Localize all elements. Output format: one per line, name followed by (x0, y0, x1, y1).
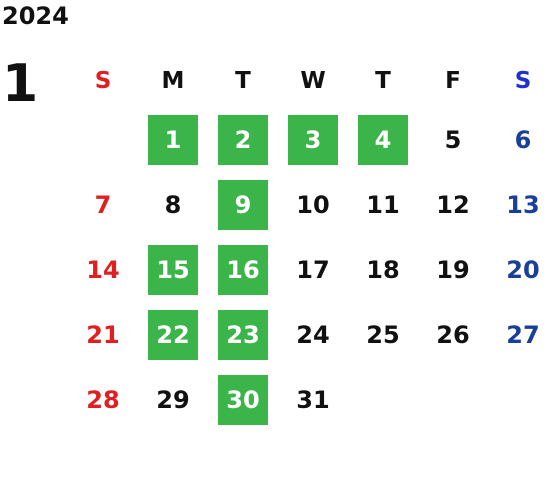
weekday-friday: F (445, 68, 461, 94)
month-label: 1 (2, 54, 39, 114)
empty-day-cell (68, 115, 138, 165)
day-cell: 13 (488, 180, 548, 230)
highlighted-day-number: 1 (148, 114, 198, 165)
weekday-monday: M (161, 68, 185, 94)
day-number (428, 375, 478, 425)
day-number: 31 (296, 385, 330, 414)
day-number: 10 (296, 190, 330, 219)
day-number: 24 (296, 320, 330, 349)
day-number: 18 (366, 255, 400, 284)
day-number: 26 (436, 320, 470, 349)
day-number: 8 (164, 190, 182, 219)
highlighted-day-number: 30 (218, 374, 268, 425)
weekday-thursday: T (375, 68, 391, 94)
day-cell: 17 (278, 245, 348, 295)
day-cell: 1 (138, 114, 208, 165)
day-cell: 24 (278, 310, 348, 360)
week-row: 7 8 9 10 11 12 13 (68, 172, 548, 237)
day-number: 27 (506, 320, 540, 349)
day-number: 6 (514, 125, 532, 154)
highlighted-day-number: 23 (218, 309, 268, 360)
day-cell: 3 (278, 114, 348, 165)
empty-day-cell (418, 375, 488, 425)
day-number: 21 (86, 320, 120, 349)
day-cell: 6 (488, 115, 548, 165)
day-cell: 31 (278, 375, 348, 425)
day-cell: 8 (138, 180, 208, 230)
highlighted-day-number: 16 (218, 244, 268, 295)
day-cell: 7 (68, 180, 138, 230)
weekday-tuesday: T (235, 68, 251, 94)
highlighted-day-number: 9 (218, 179, 268, 230)
highlighted-day-number: 2 (218, 114, 268, 165)
day-number: 25 (366, 320, 400, 349)
highlighted-day-number: 22 (148, 309, 198, 360)
day-cell: 22 (138, 309, 208, 360)
day-cell: 16 (208, 244, 278, 295)
day-cell: 27 (488, 310, 548, 360)
day-cell: 9 (208, 179, 278, 230)
week-row: 21 22 23 24 25 26 27 (68, 302, 548, 367)
day-number: 17 (296, 255, 330, 284)
day-number: 29 (156, 385, 190, 414)
highlighted-day-number: 4 (358, 114, 408, 165)
day-number: 11 (366, 190, 400, 219)
day-cell: 5 (418, 115, 488, 165)
day-cell: 20 (488, 245, 548, 295)
highlighted-day-number: 3 (288, 114, 338, 165)
day-cell: 28 (68, 375, 138, 425)
day-number (78, 115, 128, 165)
week-row: 14 15 16 17 18 19 20 (68, 237, 548, 302)
weekday-header-row: S M T W T F S (68, 55, 548, 107)
day-number: 19 (436, 255, 470, 284)
weekday-saturday: S (514, 68, 532, 94)
day-cell: 4 (348, 114, 418, 165)
highlighted-day-number: 15 (148, 244, 198, 295)
day-number (358, 375, 408, 425)
day-cell: 15 (138, 244, 208, 295)
day-cell: 25 (348, 310, 418, 360)
empty-day-cell (348, 375, 418, 425)
day-cell: 2 (208, 114, 278, 165)
day-number: 7 (94, 190, 112, 219)
day-cell: 29 (138, 375, 208, 425)
day-cell: 12 (418, 180, 488, 230)
empty-day-cell (488, 375, 548, 425)
day-cell: 14 (68, 245, 138, 295)
day-number (498, 375, 548, 425)
day-number: 28 (86, 385, 120, 414)
day-cell: 10 (278, 180, 348, 230)
day-cell: 18 (348, 245, 418, 295)
day-number: 14 (86, 255, 120, 284)
day-number: 13 (506, 190, 540, 219)
day-cell: 23 (208, 309, 278, 360)
day-cell: 11 (348, 180, 418, 230)
day-cell: 30 (208, 374, 278, 425)
day-number: 12 (436, 190, 470, 219)
year-label: 2024 (2, 2, 69, 30)
day-cell: 26 (418, 310, 488, 360)
day-number: 5 (444, 125, 462, 154)
day-cell: 21 (68, 310, 138, 360)
day-number: 20 (506, 255, 540, 284)
weekday-wednesday: W (300, 68, 326, 94)
day-cell: 19 (418, 245, 488, 295)
weekday-sunday: S (94, 68, 112, 94)
week-row: 28 29 30 31 (68, 367, 548, 432)
